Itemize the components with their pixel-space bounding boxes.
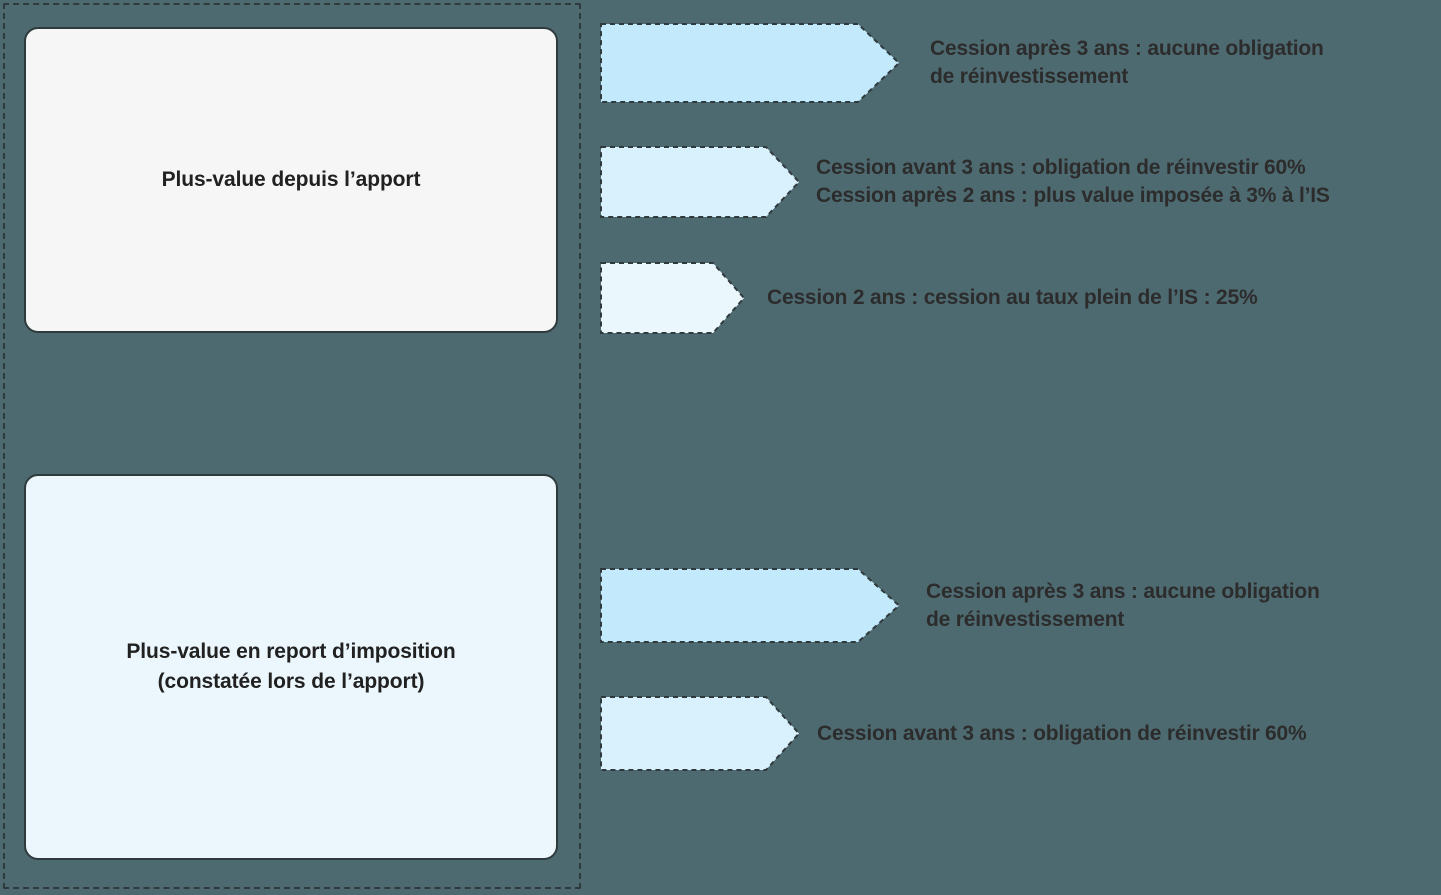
arrow-label-a3-line-1: Cession 2 ans : cession au taux plein de… [767,286,1258,310]
arrow-label-a2-line-2: Cession après 2 ans : plus value imposée… [816,184,1330,207]
arrow-label-a1: Cession après 3 ans : aucune obligation … [930,35,1324,91]
chevron-arrow-b1[interactable] [600,568,900,643]
arrow-label-b1-line-2: de réinvestissement [926,607,1125,631]
category-box-bottom-label-line-1: Plus-value en report d’imposition [126,639,456,663]
arrow-label-b2-line-1: Cession avant 3 ans : obligation de réin… [817,721,1307,745]
arrow-label-a2-line-1: Cession avant 3 ans : obligation de réin… [816,156,1306,180]
category-box-bottom-label-line-2: (constatée lors de l’apport) [157,670,425,693]
arrow-label-b2: Cession avant 3 ans : obligation de réin… [817,720,1307,748]
chevron-arrow-b2[interactable] [600,696,800,771]
chevron-arrow-icon [600,146,800,218]
arrow-row-a3: Cession 2 ans : cession au taux plein de… [600,262,1258,334]
chevron-arrow-icon [600,23,900,103]
arrow-row-b1: Cession après 3 ans : aucune obligation … [600,568,1320,643]
chevron-arrow-icon [600,696,800,771]
category-box-top-label: Plus-value depuis l’apport [162,165,421,195]
arrow-row-a2: Cession avant 3 ans : obligation de réin… [600,146,1330,218]
arrow-label-b1: Cession après 3 ans : aucune obligation … [926,578,1320,634]
chevron-arrow-icon [600,262,745,334]
chevron-arrow-a3[interactable] [600,262,745,334]
category-box-bottom-label: Plus-value en report d’imposition (const… [126,637,455,698]
dashed-group-frame [3,3,581,889]
category-box-plus-value-report-imposition[interactable]: Plus-value en report d’imposition (const… [24,474,558,860]
arrow-row-b2: Cession avant 3 ans : obligation de réin… [600,696,1307,771]
arrow-label-a2: Cession avant 3 ans : obligation de réin… [816,154,1330,210]
category-box-plus-value-depuis-apport[interactable]: Plus-value depuis l’apport [24,27,558,333]
chevron-arrow-icon [600,568,900,643]
arrow-label-b1-line-1: Cession après 3 ans : aucune obligation [926,579,1320,603]
arrow-label-a1-line-2: de réinvestissement [930,65,1129,88]
category-box-top-label-line-1: Plus-value depuis l’apport [161,167,421,191]
arrow-label-a1-line-1: Cession après 3 ans : aucune obligation [930,37,1324,61]
arrow-label-a3: Cession 2 ans : cession au taux plein de… [767,284,1258,312]
arrow-row-a1: Cession après 3 ans : aucune obligation … [600,23,1324,103]
chevron-arrow-a2[interactable] [600,146,800,218]
chevron-arrow-a1[interactable] [600,23,900,103]
